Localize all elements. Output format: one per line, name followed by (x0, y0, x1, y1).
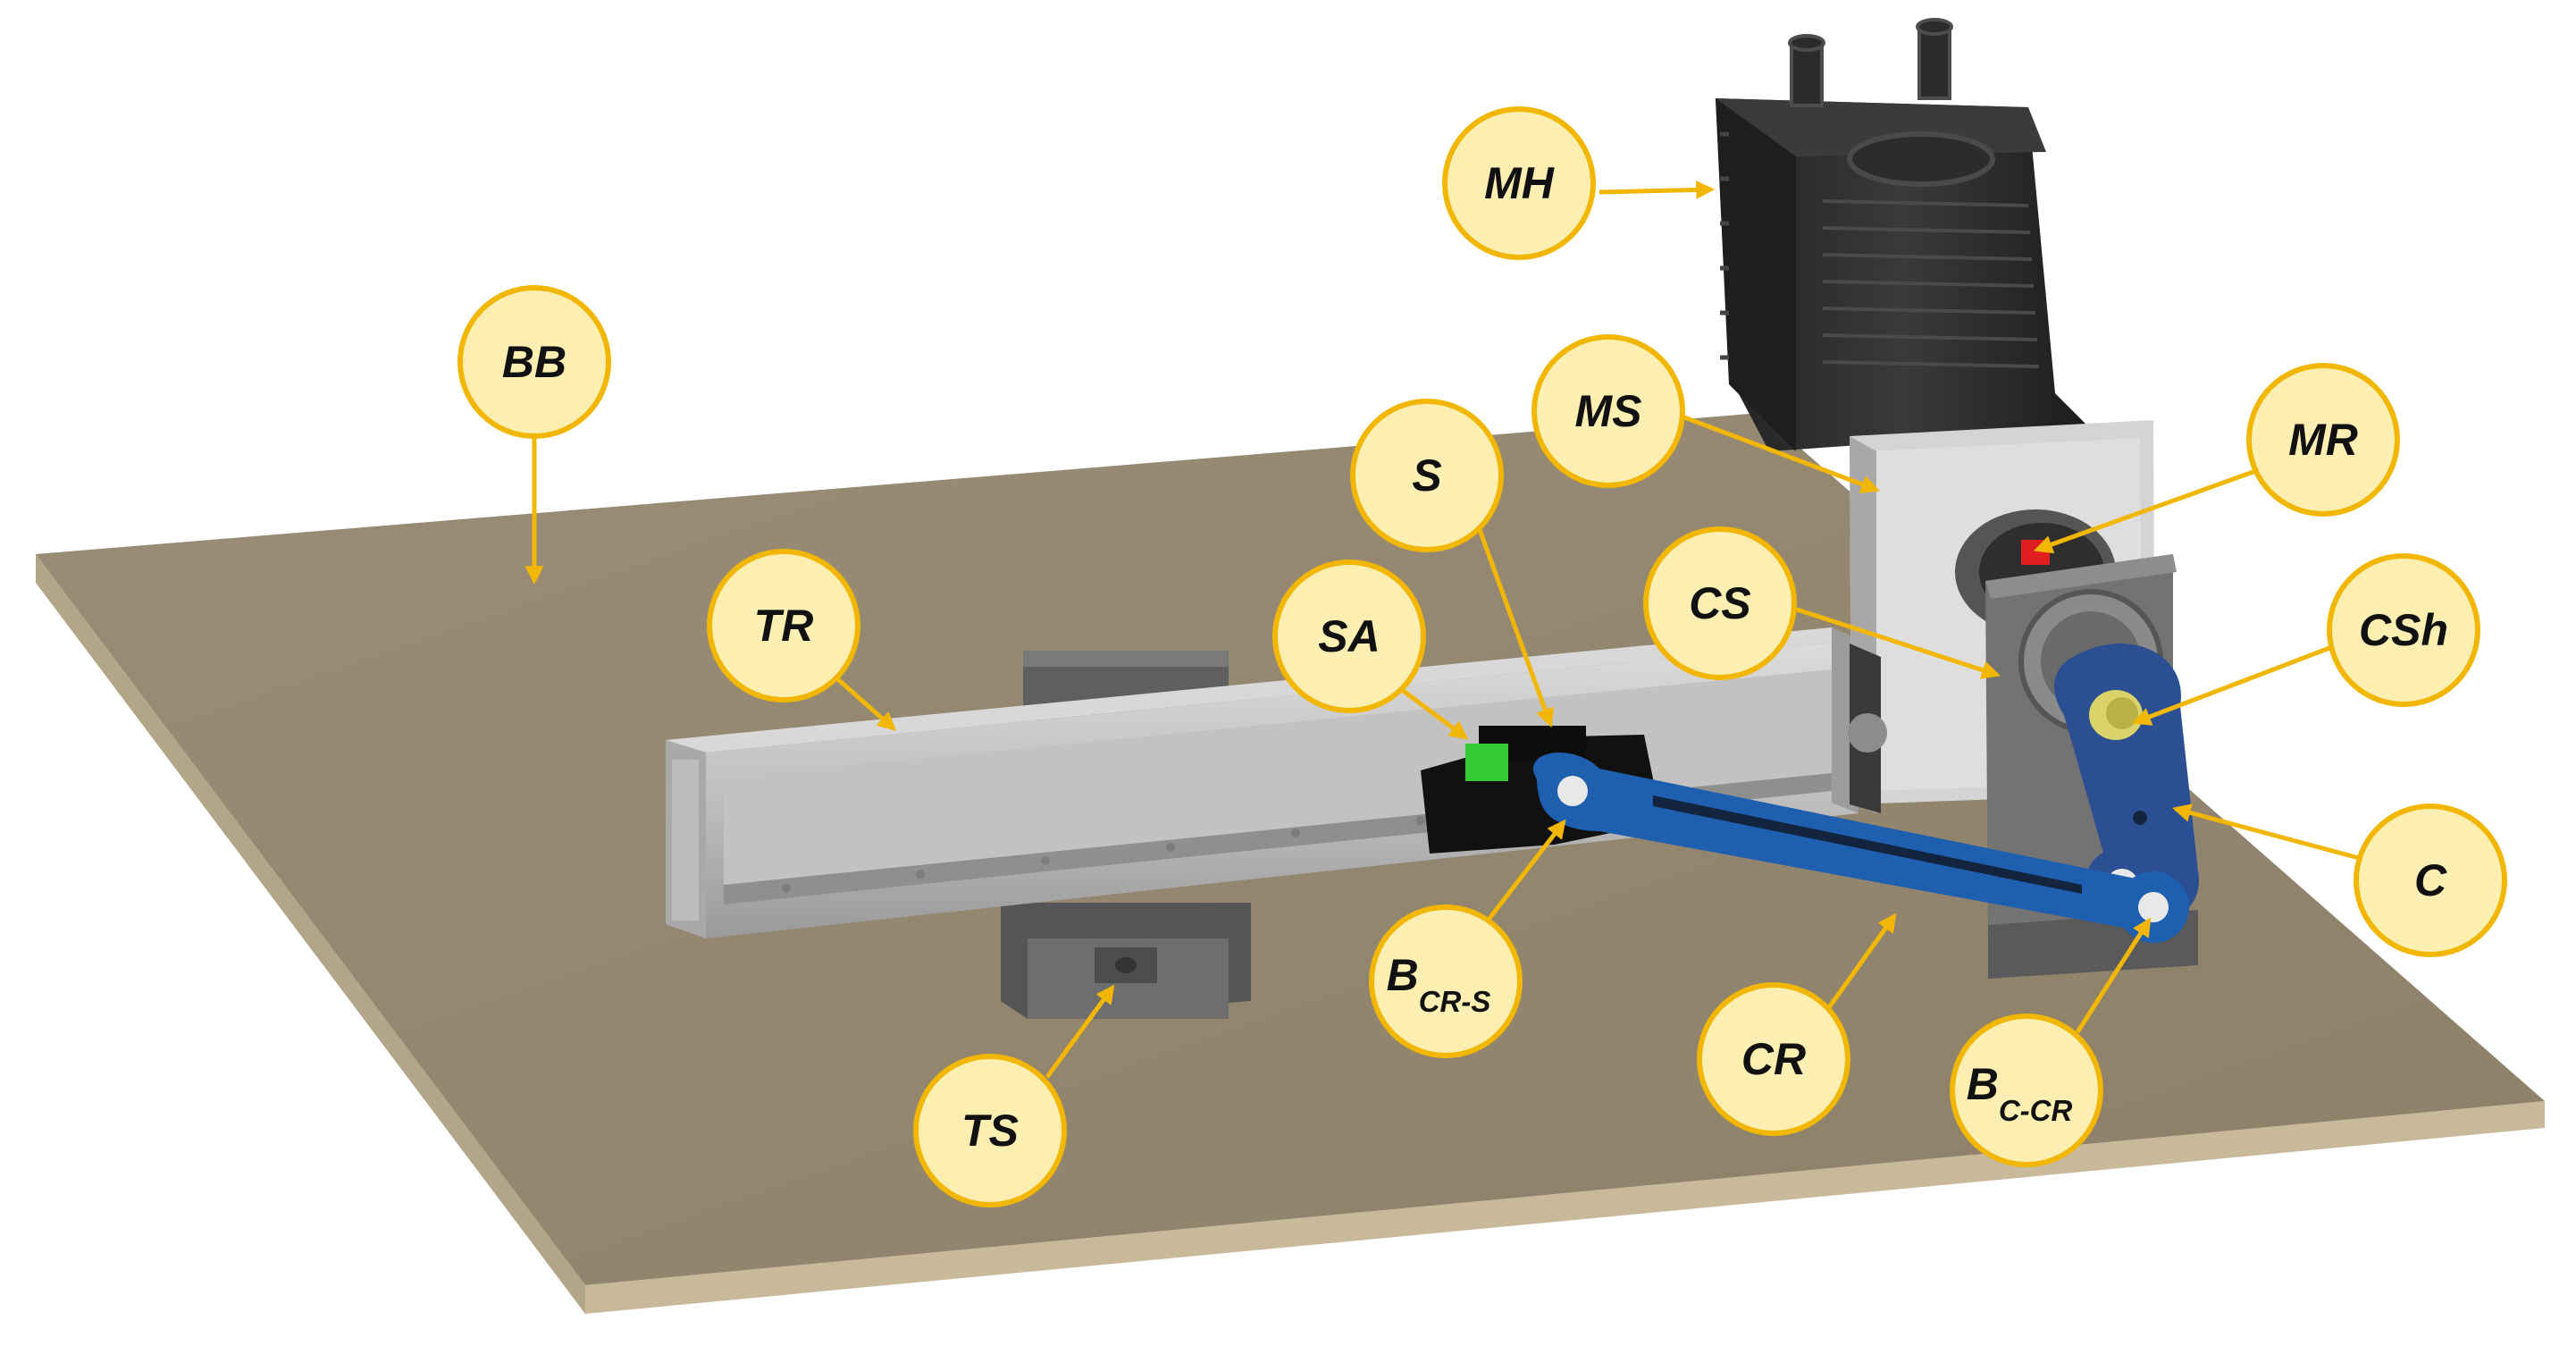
sensor-attachment (1465, 744, 1508, 781)
svg-text:CSh: CSh (2359, 605, 2448, 655)
arrow-s (1476, 526, 1555, 728)
callout-cs-label: CS (1689, 578, 1750, 628)
callout-ts-label: TS (961, 1106, 1019, 1156)
callout-mr-label: MR (2288, 415, 2358, 465)
arrow-csh (2132, 643, 2337, 726)
callout-ts: TS (913, 1054, 1067, 1207)
callout-c: C (2354, 803, 2507, 957)
callout-tr-label: TR (754, 601, 814, 651)
svg-text:S: S (1412, 450, 1441, 501)
callout-ms-label: MS (1575, 386, 1642, 436)
arrow-mh (1598, 180, 1716, 199)
callout-bcrs-sub: CR-S (1419, 985, 1491, 1018)
motor-rotor-marker (2021, 540, 2050, 565)
callout-ms: MS (1531, 334, 1685, 488)
callout-bb: BB (457, 285, 611, 439)
arrow-bccr (2075, 917, 2152, 1034)
svg-text:MH: MH (1484, 158, 1555, 208)
svg-text:BCR-S: BCR-S (1387, 950, 1491, 1018)
arrow-cs (1791, 605, 2001, 679)
callout-bccr: BC-CR (1950, 1014, 2103, 1167)
svg-text:BB: BB (502, 337, 566, 387)
svg-text:MS: MS (1575, 386, 1642, 436)
arrow-ms (1679, 413, 1880, 493)
callout-s-label: S (1412, 450, 1441, 501)
motor-housing (1716, 18, 2091, 451)
svg-text:TS: TS (961, 1106, 1019, 1156)
arrow-sa (1392, 682, 1469, 740)
crank-shaft (2067, 681, 2147, 749)
callout-bccr-sub: C-CR (1999, 1094, 2073, 1127)
callout-tr: TR (707, 549, 860, 702)
arrow-c (2171, 803, 2360, 861)
callouts: MH BB MS MR S TR SA CS (457, 106, 2507, 1207)
svg-text:SA: SA (1318, 611, 1380, 661)
arrow-tr (831, 673, 897, 731)
callout-mh-label: MH (1484, 158, 1555, 208)
svg-text:BC-CR: BC-CR (1967, 1059, 2073, 1127)
callout-sa: SA (1272, 559, 1426, 713)
arrow-mr (2034, 467, 2261, 554)
arrows (524, 180, 2360, 1079)
track-support-front (1001, 903, 1251, 1019)
callout-cs: CS (1643, 526, 1797, 680)
arrow-bcrs (1486, 819, 1566, 922)
callout-bcrs-label: B (1387, 950, 1419, 1000)
svg-text:MR: MR (2288, 415, 2358, 465)
svg-text:CS: CS (1689, 578, 1750, 628)
svg-text:TR: TR (754, 601, 814, 651)
callout-csh: CSh (2327, 553, 2480, 707)
callout-c-label: C (2414, 855, 2447, 905)
callout-bccr-label: B (1967, 1059, 1999, 1109)
callout-sa-label: SA (1318, 611, 1380, 661)
svg-text:CR: CR (1741, 1034, 1806, 1084)
callout-mh: MH (1442, 106, 1596, 260)
callout-bb-label: BB (502, 337, 566, 387)
arrow-ts (1045, 984, 1115, 1079)
arrow-cr (1825, 913, 1897, 1012)
callout-s: S (1350, 399, 1504, 552)
baseboard-front-edge (36, 554, 585, 1314)
callout-bcrs: BCR-S (1369, 904, 1523, 1058)
callout-csh-label: CSh (2359, 605, 2448, 655)
callout-cr: CR (1697, 982, 1850, 1136)
callout-cr-label: CR (1741, 1034, 1806, 1084)
svg-text:C: C (2414, 855, 2447, 905)
connecting-rod (1533, 753, 2189, 943)
callout-mr: MR (2246, 363, 2400, 517)
